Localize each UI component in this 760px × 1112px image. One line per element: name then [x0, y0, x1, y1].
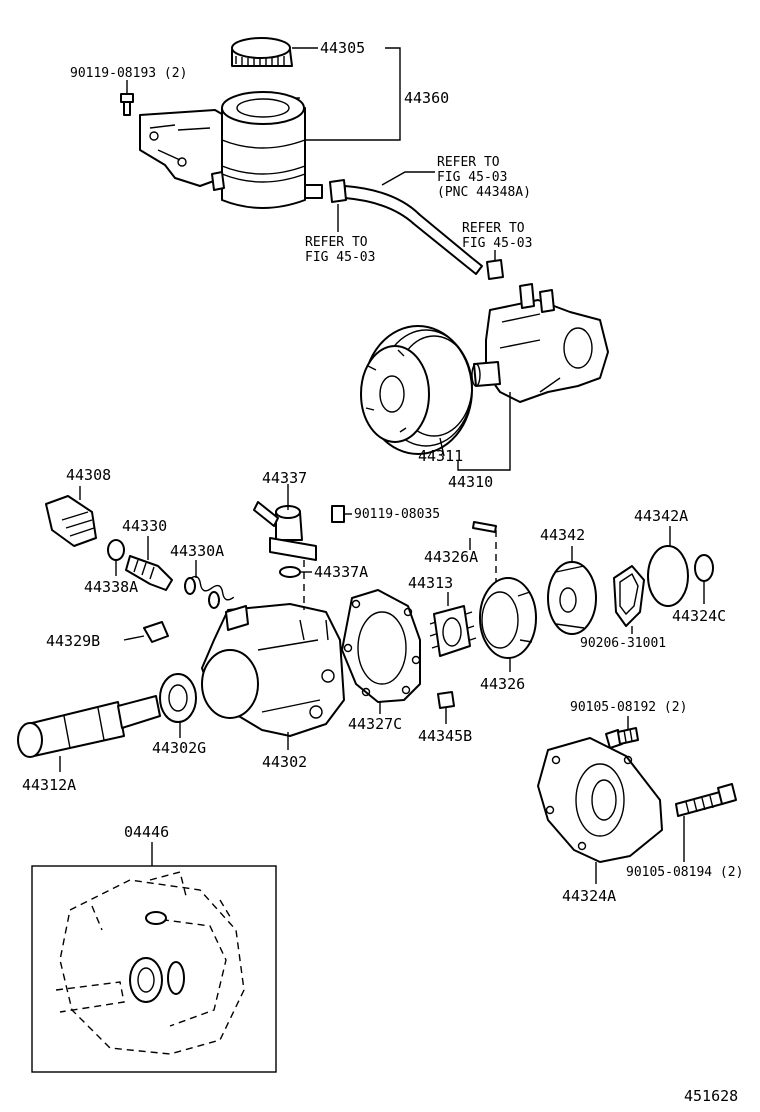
bolt-90105-08192[interactable]: [605, 727, 639, 749]
label-44327C: 44327C: [348, 715, 402, 733]
label-refer-1a: REFER TO: [437, 155, 500, 170]
label-44345B: 44345B: [418, 727, 472, 745]
kit-pump-outline: [55, 871, 245, 1055]
label-refer-2b: FIG 45-03: [305, 250, 375, 265]
label-44302G: 44302G: [152, 739, 206, 757]
label-44305: 44305: [320, 39, 365, 57]
pump-housing-44302[interactable]: [201, 603, 345, 737]
label-44324C: 44324C: [672, 607, 726, 625]
return-hose[interactable]: [329, 179, 504, 280]
label-refer-3a: REFER TO: [462, 221, 525, 236]
label-44310: 44310: [448, 473, 493, 491]
diagram-id: 451628: [684, 1087, 738, 1105]
label-44324A: 44324A: [562, 887, 616, 905]
o-ring-44342A[interactable]: [647, 545, 689, 607]
label-44311: 44311: [418, 447, 463, 465]
label-90119-08035: 90119-08035: [354, 507, 440, 522]
bolt-90119-08193[interactable]: [120, 93, 134, 116]
label-04446: 04446: [124, 823, 169, 841]
label-90105-08194: 90105-08194 (2): [626, 865, 743, 880]
rotor-44313[interactable]: [429, 605, 477, 657]
leader-44310-bracket: [457, 392, 511, 471]
bolt-90105-08194[interactable]: [675, 783, 737, 817]
cam-ring-44326[interactable]: [479, 577, 537, 659]
label-44342A: 44342A: [634, 507, 688, 525]
o-ring-44324C[interactable]: [694, 554, 714, 582]
leader-refer-1: [381, 171, 435, 186]
label-44313: 44313: [408, 574, 453, 592]
label-44338A: 44338A: [84, 578, 138, 596]
label-44308: 44308: [66, 466, 111, 484]
label-90206-31001: 90206-31001: [580, 636, 666, 651]
rear-housing-44324A[interactable]: [537, 737, 663, 863]
o-ring-44338A[interactable]: [107, 539, 125, 561]
label-44329B: 44329B: [46, 632, 100, 650]
union-44337[interactable]: [253, 501, 317, 561]
label-44337A: 44337A: [314, 563, 368, 581]
label-refer-1b: FIG 45-03: [437, 170, 507, 185]
label-44330: 44330: [122, 517, 167, 535]
label-refer-3b: FIG 45-03: [462, 236, 532, 251]
reservoir-tank[interactable]: [139, 91, 323, 209]
label-44342: 44342: [540, 526, 585, 544]
label-44337: 44337: [262, 469, 307, 487]
reservoir-cap[interactable]: [231, 37, 293, 67]
label-44360: 44360: [404, 89, 449, 107]
kit-seal-parts[interactable]: [129, 911, 185, 1003]
gasket-44327C[interactable]: [341, 589, 421, 703]
kit-box-04446: [31, 865, 277, 1073]
leader-44329B: [123, 635, 145, 641]
leader-44360: [300, 47, 401, 141]
label-44326: 44326: [480, 675, 525, 693]
shaft-44312A[interactable]: [17, 695, 161, 758]
pump-body-assembled[interactable]: [471, 283, 609, 403]
oil-seal-44302G[interactable]: [159, 673, 197, 723]
label-90119-08193: 90119-08193 (2): [70, 66, 187, 81]
label-44330A: 44330A: [170, 542, 224, 560]
union-fitting-44308[interactable]: [45, 495, 97, 547]
label-90105-08192: 90105-08192 (2): [570, 700, 687, 715]
o-ring-44337A[interactable]: [279, 566, 301, 578]
pump-pulley[interactable]: [360, 325, 473, 455]
spring-44330A[interactable]: [184, 575, 236, 609]
label-44302: 44302: [262, 753, 307, 771]
pin-44326A[interactable]: [472, 521, 497, 533]
vane-44345B[interactable]: [437, 691, 455, 709]
label-44312A: 44312A: [22, 776, 76, 794]
bolt-90119-08035[interactable]: [331, 505, 345, 523]
gasket-90206-31001[interactable]: [613, 565, 645, 627]
leader-44311: [439, 437, 445, 457]
side-plate-44342[interactable]: [547, 561, 597, 635]
label-44326A: 44326A: [424, 548, 478, 566]
label-refer-2a: REFER TO: [305, 235, 368, 250]
label-refer-1c: (PNC 44348A): [437, 185, 531, 200]
clip-44329B[interactable]: [143, 621, 169, 643]
flow-control-valve-44330[interactable]: [125, 555, 173, 591]
